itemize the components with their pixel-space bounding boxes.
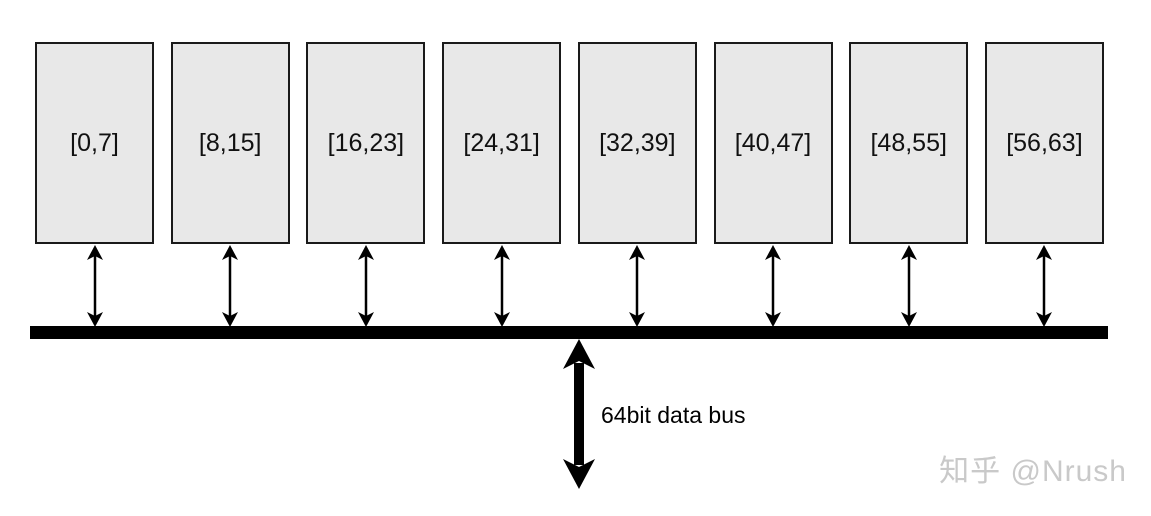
bidirectional-arrow-icon (629, 245, 646, 327)
memory-bank-3: [24,31] (442, 42, 562, 327)
memory-chip-box: [48,55] (849, 42, 969, 244)
chip-label: [56,63] (1006, 128, 1083, 157)
chip-label: [16,23] (327, 128, 405, 157)
memory-chip-box: [0,7] (35, 42, 154, 244)
chip-label: [32,39] (599, 128, 676, 157)
memory-chip-box: [56,63] (984, 42, 1104, 244)
bidirectional-arrow-icon (1036, 245, 1053, 327)
memory-banks-row: [0,7] [8,15] [16,23] (35, 42, 1104, 327)
chip-label: [0,7] (70, 128, 119, 157)
bus-bidirectional-arrow-icon (563, 339, 595, 489)
bidirectional-arrow-icon (357, 245, 374, 327)
bidirectional-arrow-icon (900, 245, 917, 327)
bidirectional-arrow-icon (222, 245, 239, 327)
chip-label: [24,31] (463, 128, 540, 157)
memory-bank-0: [0,7] (35, 42, 154, 327)
memory-bank-5: [40,47] (713, 42, 833, 327)
memory-bank-7: [56,63] (984, 42, 1104, 327)
memory-bank-6: [48,55] (849, 42, 969, 327)
memory-bank-1: [8,15] (170, 42, 290, 327)
data-bus-bar (30, 326, 1108, 339)
memory-chip-box: [24,31] (442, 42, 562, 244)
memory-chip-box: [8,15] (170, 42, 290, 244)
chip-label: [48,55] (870, 128, 947, 157)
bidirectional-arrow-icon (86, 245, 103, 327)
memory-chip-box: [16,23] (306, 42, 426, 244)
watermark: 知乎 @Nrush (939, 455, 1127, 488)
bus-label: 64bit data bus (601, 402, 746, 428)
chip-label: [40,47] (734, 128, 812, 157)
memory-chip-box: [40,47] (713, 42, 833, 244)
chip-label: [8,15] (198, 128, 262, 157)
memory-bank-2: [16,23] (306, 42, 426, 327)
memory-chip-box: [32,39] (577, 42, 697, 244)
memory-bank-4: [32,39] (577, 42, 697, 327)
bidirectional-arrow-icon (493, 245, 510, 327)
bidirectional-arrow-icon (765, 245, 782, 327)
